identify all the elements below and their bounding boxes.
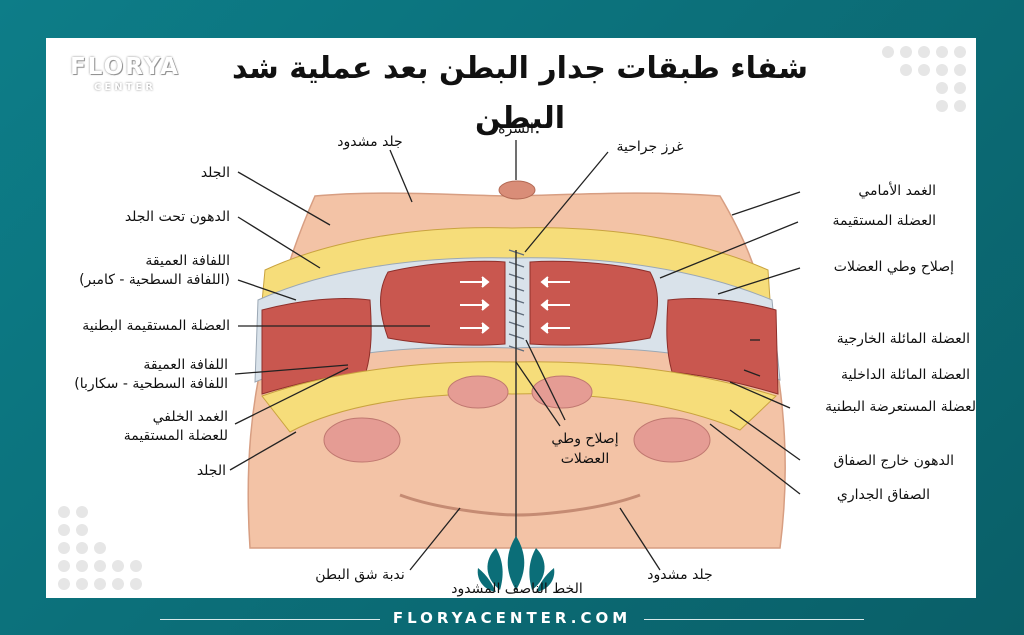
footer: FLORYACENTER.COM xyxy=(0,604,1024,632)
label-muscle-plication-line1: إصلاح وطي xyxy=(551,431,619,447)
label-tight-midline: الخط الناصف المشدود xyxy=(451,581,583,597)
dot-pattern-top-right xyxy=(882,46,966,112)
label-deep-fascia-camper-line1: اللفافة العميقة xyxy=(145,253,230,269)
logo-wordmark: FLORYA xyxy=(70,54,180,80)
label-sutures: غرز جراحية xyxy=(616,139,684,155)
label-rectus-abdominis: العضلة المستقيمة البطنية xyxy=(82,318,230,334)
label-deep-fascia-scarpa-line1: اللفافة العميقة xyxy=(143,357,228,373)
label-skin-top: الجلد xyxy=(200,165,230,181)
label-transversus: لعضلة المستعرضة البطنية xyxy=(825,399,976,415)
label-internal-oblique: العضلة المائلة الداخلية xyxy=(840,367,970,383)
logo-subtitle: CENTER xyxy=(94,82,156,93)
label-muscle-plication-line2: العضلات xyxy=(560,451,610,467)
footer-line-left xyxy=(160,619,380,620)
leader-lines xyxy=(229,140,801,571)
navel xyxy=(498,180,536,200)
label-tightened-skin-bottom: جلد مشدود xyxy=(647,567,713,583)
footer-line-right xyxy=(644,619,864,620)
label-anterior-sheath: الغمد الأمامي xyxy=(858,183,936,199)
label-subcutaneous-fat: الدهون تحت الجلد xyxy=(124,209,230,225)
right-rectus-muscle xyxy=(529,260,658,346)
label-tightened-skin-top: جلد مشدود xyxy=(337,134,403,150)
florya-emblem xyxy=(477,536,555,592)
plication-arrows xyxy=(460,276,570,334)
dot-pattern-bottom-left xyxy=(58,506,142,590)
right-oblique-muscles xyxy=(666,297,779,395)
label-extraperitoneal-fat: الدهون خارج الصفاق xyxy=(833,453,954,469)
brand-logo: FLORYA CENTER xyxy=(60,54,190,100)
label-rectus-muscle: العضلة المستقيمة xyxy=(832,213,936,229)
label-skin-bottom: الجلد xyxy=(196,463,226,479)
footer-website[interactable]: FLORYACENTER.COM xyxy=(392,609,632,627)
organ-center-left xyxy=(447,375,509,409)
label-incision-scar: ندبة شق البطن xyxy=(315,567,405,583)
label-deep-fascia-camper-line2: (اللفافة السطحية - كامبر) xyxy=(79,272,230,288)
label-parietal-peritoneum: الصفاق الجداري xyxy=(836,487,930,503)
page-title: شفاء طبقات جدار البطن بعد عملية شد البطن xyxy=(231,51,809,136)
label-muscle-repair: إصلاح وطي العضلات xyxy=(833,259,954,275)
label-navel: السرة xyxy=(498,121,534,137)
incision-scar xyxy=(399,493,641,517)
label-deep-fascia-scarpa-line2: اللفافة السطحية - سكاربا) xyxy=(74,376,228,392)
organ-right xyxy=(633,417,711,463)
organ-center-right xyxy=(531,375,593,409)
lower-fat-layer xyxy=(261,361,777,433)
organ-left xyxy=(323,417,401,463)
label-posterior-sheath-line2: للعضلة المستقيمة xyxy=(123,428,228,444)
label-external-oblique: العضلة المائلة الخارجية xyxy=(836,331,970,347)
label-posterior-sheath-line1: الغمد الخلفي xyxy=(152,409,228,425)
